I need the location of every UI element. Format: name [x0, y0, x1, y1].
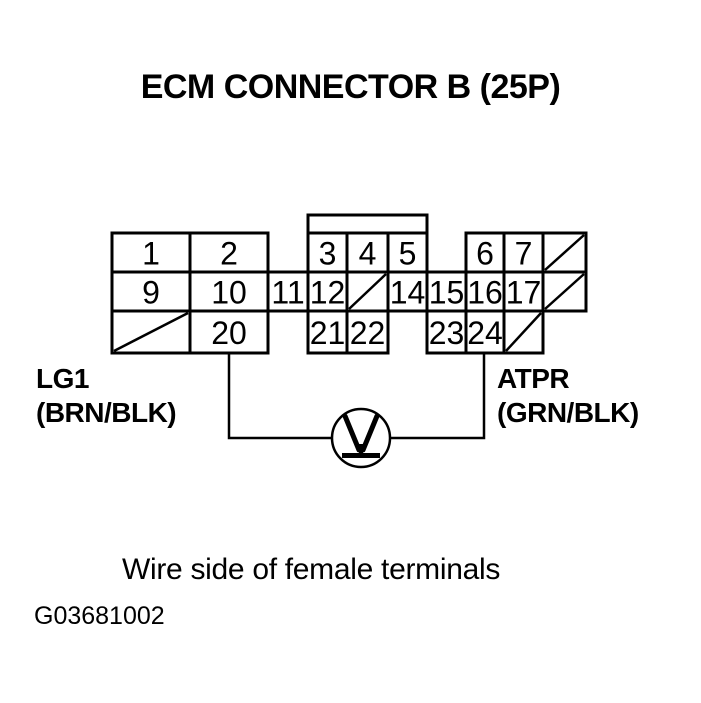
- terminal-number: 10: [211, 275, 247, 311]
- terminal-number: 9: [142, 275, 160, 311]
- terminal-cell-22: [345, 309, 390, 355]
- signal-name: LG1: [36, 363, 89, 394]
- terminal-number: 5: [399, 236, 417, 272]
- terminal-number: 11: [271, 275, 304, 311]
- terminal-number: 17: [506, 275, 542, 311]
- terminal-cell-blank: [502, 309, 545, 355]
- terminal-number: 2: [220, 236, 238, 272]
- terminal-number: 16: [467, 275, 503, 311]
- wire-color: (BRN/BLK): [36, 397, 177, 428]
- signal-label-atpr: ATPR (GRN/BLK): [497, 362, 639, 430]
- terminal-number: 3: [319, 236, 337, 272]
- probe-wire-right: [390, 353, 486, 440]
- signal-label-lg1: LG1 (BRN/BLK): [36, 362, 177, 430]
- voltmeter-symbol: [330, 407, 392, 469]
- blank-cell-diagonal: [505, 312, 542, 352]
- probe-wire-left: [227, 353, 332, 440]
- signal-name: ATPR: [497, 363, 570, 394]
- blank-cell-diagonal: [544, 273, 585, 310]
- terminal-number: 6: [476, 236, 494, 272]
- terminal-number: 4: [359, 236, 377, 272]
- terminal-number: 22: [350, 315, 386, 351]
- diagram-title: ECM CONNECTOR B (25P): [140, 68, 561, 106]
- connector-tab: [306, 213, 429, 235]
- terminal-number: 24: [467, 315, 503, 351]
- terminal-number: 1: [142, 236, 160, 272]
- terminal-cell-20: [188, 309, 270, 355]
- blank-cell-diagonal: [544, 234, 585, 271]
- wire-color: (GRN/BLK): [497, 397, 639, 428]
- terminal-number: 20: [211, 315, 247, 351]
- terminal-number: 7: [515, 236, 533, 272]
- terminal-number: 12: [310, 275, 346, 311]
- terminal-number: 21: [310, 315, 346, 351]
- terminal-number: 23: [429, 315, 465, 351]
- terminal-number: 14: [390, 275, 426, 311]
- voltmeter-circle: [330, 407, 392, 469]
- blank-cell-diagonal: [113, 311, 189, 353]
- diagram-caption: Wire side of female terminals: [121, 553, 501, 586]
- blank-cell-diagonal: [348, 273, 387, 310]
- terminal-number: 15: [429, 275, 465, 311]
- terminal-cell-blank: [541, 270, 588, 313]
- figure-id: G03681002: [34, 602, 165, 630]
